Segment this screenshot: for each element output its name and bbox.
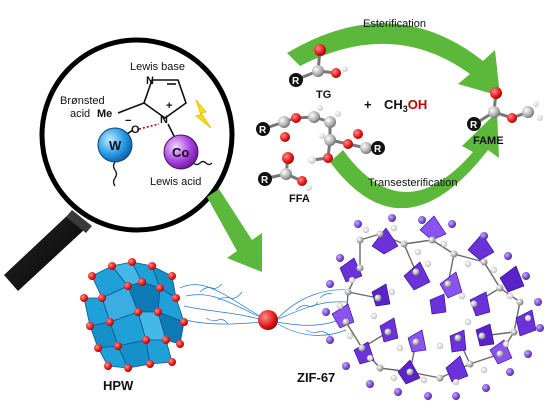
magnifier-handle [4, 210, 92, 291]
ffa-molecule [267, 152, 312, 191]
r-group-1 [289, 73, 303, 87]
r-group-2 [256, 122, 270, 136]
zif67-structure [322, 214, 544, 400]
fame-molecule [477, 87, 543, 124]
nitrogen-top-label: N [146, 75, 154, 87]
r-group-4-label: R [261, 175, 269, 186]
wavy-line-co [192, 160, 213, 166]
lewis-acid-label: Lewis acid [150, 176, 201, 188]
tg-molecule [297, 44, 348, 81]
magnifier-lens [39, 37, 235, 233]
methyl-label: Me [97, 108, 112, 120]
zif67-label: ZIF-67 [297, 370, 335, 385]
wavy-line-w [112, 161, 118, 187]
central-red-ball [258, 310, 278, 330]
r-group-5 [467, 117, 481, 131]
r-group-3-label: R [374, 144, 382, 155]
bond-o-n [138, 123, 160, 130]
oxygen-label: O [131, 124, 140, 136]
hpw-label: HPW [103, 378, 134, 393]
tungsten-label: W [109, 138, 122, 153]
nitrogen-bottom-label: N [160, 114, 168, 126]
zoom-arrow [207, 189, 262, 272]
bronsted-acid-label-1: Brønsted [60, 95, 105, 107]
fame-label: FAME [473, 135, 504, 147]
transesterification-arrow [330, 112, 499, 209]
cobalt-label: Co [172, 145, 189, 160]
r-group-2-label: R [259, 125, 267, 136]
minus-charge-label: − [125, 115, 131, 127]
r-group-5-label: R [470, 120, 478, 131]
transesterification-label: Transesterification [368, 177, 457, 189]
esterification-arrow [287, 23, 500, 96]
r-group-1-label: R [292, 76, 300, 87]
r-group-4 [258, 172, 272, 186]
bond-n-co [167, 123, 176, 139]
lightning-icon [195, 99, 212, 129]
lewis-base-label: Lewis base [130, 61, 185, 73]
plus-sign: + [364, 97, 372, 112]
plus-charge-label: + [166, 100, 172, 112]
triglyceride-backbone [265, 105, 372, 164]
esterification-label: Esterification [363, 18, 426, 30]
tg-label: TG [316, 89, 331, 101]
cobalt-atom [163, 134, 199, 170]
bronsted-acid-label-2: acid [70, 108, 90, 120]
hpw-structure [80, 258, 188, 372]
r-group-3 [371, 141, 385, 155]
imidazolium-ring [117, 79, 187, 119]
ffa-label: FFA [289, 193, 310, 205]
methanol-label: CH3OH [384, 97, 427, 114]
